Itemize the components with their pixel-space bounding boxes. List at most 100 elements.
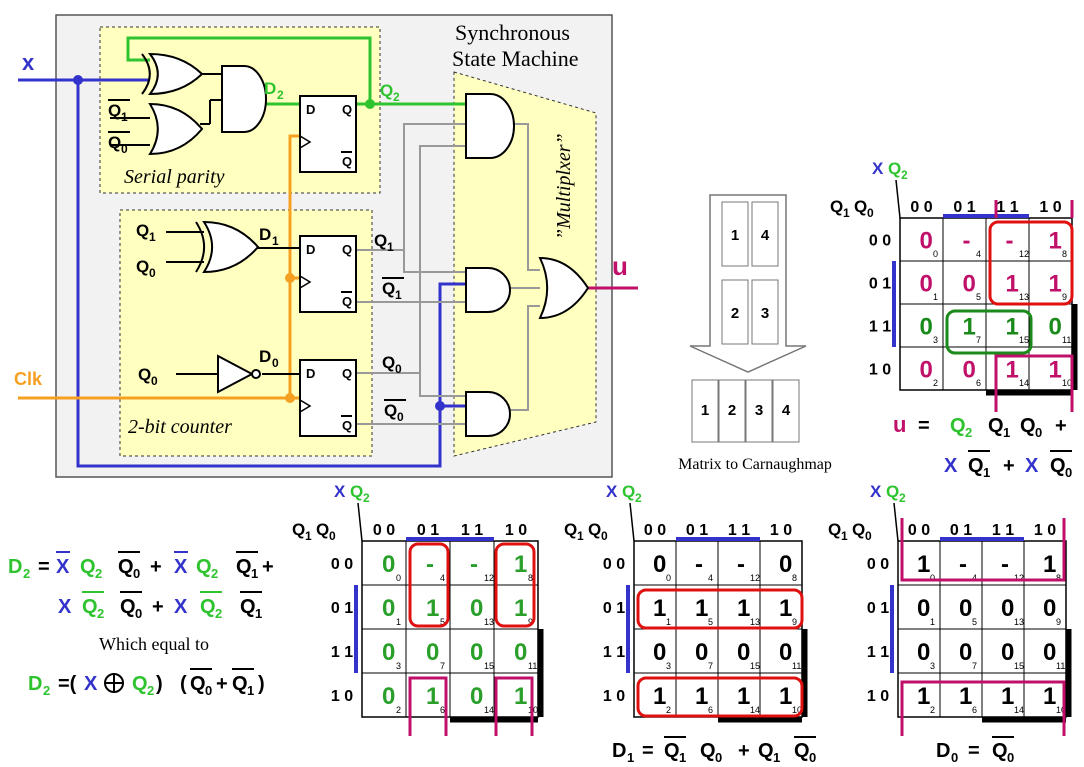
- svg-text:Q: Q: [240, 596, 256, 618]
- flipflop-q0: [299, 359, 357, 437]
- svg-text:1: 1: [773, 750, 780, 765]
- matrix-cell: [721, 279, 749, 345]
- u-eq-eq: =: [918, 415, 930, 437]
- kmap-u-q0sub: 0: [867, 206, 874, 220]
- kmap-u-row: 1 1: [869, 319, 891, 336]
- kmap-d2-col: 0 0: [373, 522, 395, 539]
- svg-text:0: 0: [951, 750, 958, 765]
- x-label: x: [22, 50, 35, 75]
- in-q1: Q: [108, 101, 121, 120]
- kmap-d1-idx: 5: [708, 617, 713, 627]
- svg-text:1: 1: [1003, 425, 1010, 440]
- kmap-u-col: 1 0: [1039, 199, 1061, 216]
- kmap-d0-idx: 1: [930, 617, 935, 627]
- flipflop-q2-q: Q: [342, 102, 352, 117]
- kmap-d0-cell: 0: [917, 639, 930, 666]
- kmap-d2-cell: 1: [514, 595, 527, 622]
- in-q0-sub: 0: [121, 142, 128, 156]
- kmap-u-row: 0 1: [869, 276, 891, 293]
- svg-text:0: 0: [715, 750, 722, 765]
- svg-text:0: 0: [1065, 465, 1072, 480]
- kmap-u-q1: Q: [830, 197, 843, 216]
- kmap-d0-row: 1 0: [867, 688, 889, 705]
- kmap-d0-cell: 0: [1043, 639, 1056, 666]
- svg-text:0: 0: [133, 566, 140, 581]
- kmap-d0-cell: 1: [917, 683, 930, 710]
- q0-wire: [356, 145, 466, 374]
- kmap-u-cell: 1: [1006, 271, 1019, 298]
- kmap-d2-col: 1 0: [505, 522, 527, 539]
- svg-text:X: X: [84, 673, 98, 695]
- kmap-d2-col: 1 1: [461, 522, 483, 539]
- xor-gate-extra: [141, 53, 151, 95]
- svg-text:Q: Q: [664, 740, 680, 762]
- kmap-d0-idx: 13: [1014, 617, 1024, 627]
- d1-label-sub: 1: [272, 234, 279, 248]
- x-to-and3: [438, 282, 466, 406]
- kmap-d1-row: 1 1: [603, 644, 625, 661]
- row-cell: [745, 379, 773, 443]
- kmap-d1-q0: Q: [588, 520, 601, 539]
- row-cell: [691, 379, 719, 443]
- d0-group-bot: [900, 680, 1066, 736]
- kmap-d0-q1: Q: [828, 520, 841, 539]
- kmap-d1-row: 0 1: [603, 600, 625, 617]
- kmap-d2-cell: 0: [382, 551, 395, 578]
- kmap-d1-cell: 1: [695, 683, 708, 710]
- transform-caption: Matrix to Carnaughmap: [678, 456, 832, 473]
- d2-eq-d: D: [8, 556, 22, 578]
- cin-q1-sub: 1: [149, 230, 156, 244]
- mux-label: ”Multiplxer”: [553, 133, 575, 240]
- xor-gate-counter-extra: [195, 221, 206, 273]
- in-q1-sub: 1: [121, 110, 128, 124]
- q0n-out-sub: 0: [397, 410, 404, 424]
- mux-and1: [465, 93, 515, 159]
- d0-label: D: [259, 347, 271, 366]
- kmap-d1-cell: 1: [737, 595, 750, 622]
- kmap-u-cell: 0: [920, 357, 933, 384]
- kmap-d1-cell: 0: [779, 551, 792, 578]
- kmap-d2-col: 0 1: [417, 522, 439, 539]
- flipflop-q1-d: D: [306, 242, 315, 257]
- u-eq2-q1: Q: [968, 455, 984, 477]
- d1-label: D: [259, 225, 271, 244]
- svg-text:Q: Q: [758, 740, 774, 762]
- mux-and3: [465, 391, 511, 437]
- kmap-u-q1sub: 1: [843, 206, 850, 220]
- kmap-d2-x: X: [334, 482, 346, 501]
- svg-text:2: 2: [43, 683, 50, 698]
- svg-text:(: (: [180, 673, 187, 695]
- kmap-u-idx: 8: [1062, 249, 1067, 259]
- flipflop-q1: [299, 235, 357, 313]
- kmap-d0-q1sub: 1: [841, 529, 848, 543]
- kmap-d2-idx: 6: [440, 705, 445, 715]
- kmap-d1-x: X: [606, 482, 618, 501]
- matrix-cell-label: 4: [761, 227, 770, 244]
- row-cell-label: 2: [728, 402, 736, 419]
- kmap-u-col: 1 1: [996, 199, 1018, 216]
- kmap-d0-idx: 2: [930, 705, 935, 715]
- kmap-d0-cell: 0: [959, 639, 972, 666]
- kmap-u-cell: 0: [963, 271, 976, 298]
- kmap-d2-row: 1 0: [331, 688, 353, 705]
- q1n-out-sub: 1: [395, 288, 402, 302]
- kmap-d2-q1: Q: [292, 520, 305, 539]
- svg-text:X: X: [56, 556, 70, 578]
- kmap-u-idx: 6: [976, 378, 981, 388]
- kmap-d1-idx: 1: [666, 617, 671, 627]
- svg-text:2: 2: [147, 683, 154, 698]
- svg-text:=: =: [968, 740, 980, 762]
- kmap-d1-cell: -: [695, 551, 703, 578]
- q1n-out: Q: [382, 279, 395, 298]
- kmap-d0-idx: 12: [1014, 573, 1024, 583]
- kmap-d0-cell: 0: [1043, 595, 1056, 622]
- kmap-d1-idx: 15: [750, 661, 760, 671]
- kmap-d2-cell: 1: [426, 595, 439, 622]
- q1-wire: [356, 123, 466, 251]
- u-eq-u: u: [893, 412, 906, 437]
- kmap-u-idx: 7: [976, 335, 981, 345]
- kmap-d2-cell: 1: [514, 683, 527, 710]
- kmap-d0-idx: 3: [930, 661, 935, 671]
- flipflop-q0-q: Q: [342, 366, 352, 381]
